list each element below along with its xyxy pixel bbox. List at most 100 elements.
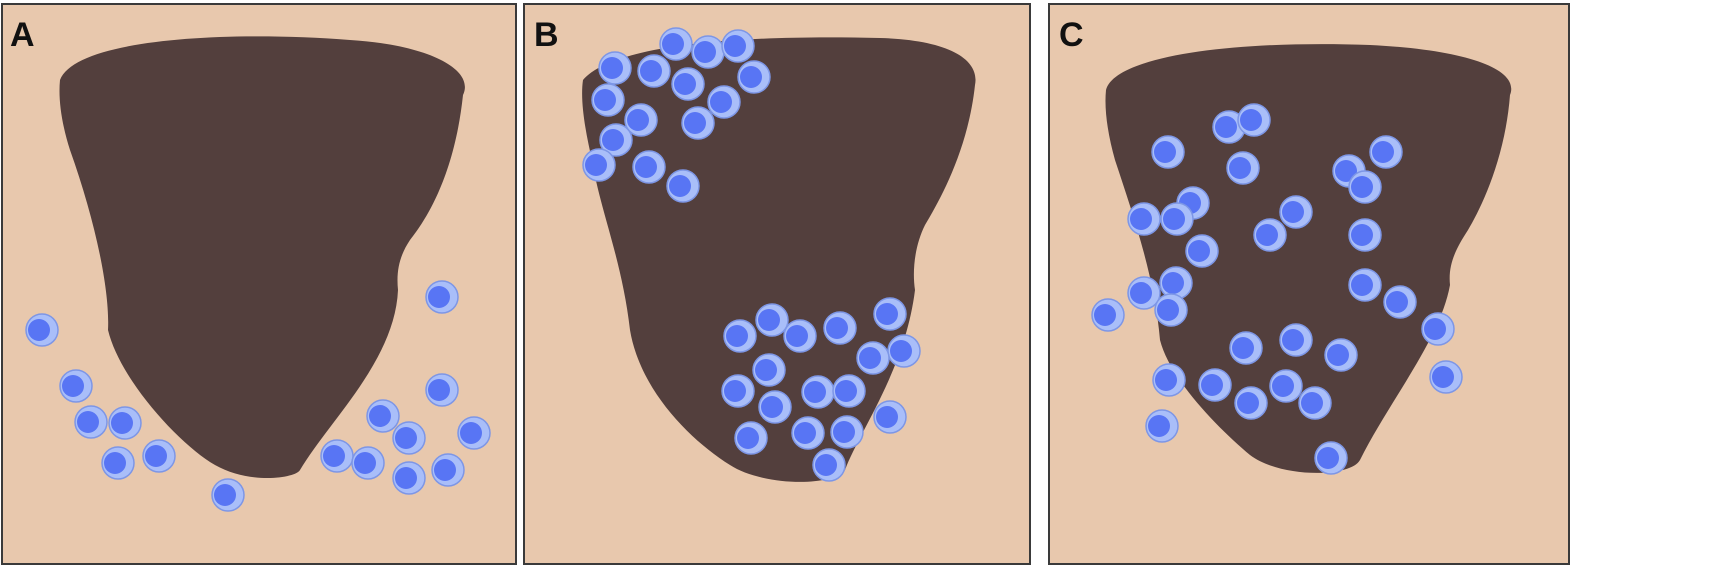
cell-b-8 bbox=[591, 83, 625, 117]
cell-b-10 bbox=[681, 106, 715, 140]
cell-nucleus bbox=[1154, 141, 1176, 163]
cell-nucleus bbox=[1372, 141, 1394, 163]
cell-nucleus bbox=[395, 467, 417, 489]
panel-c: C bbox=[1048, 3, 1570, 565]
cell-nucleus bbox=[1201, 374, 1223, 396]
cell-nucleus bbox=[710, 91, 732, 113]
panel-b-cells bbox=[582, 27, 921, 482]
cell-c-9 bbox=[1127, 202, 1161, 236]
cell-b-16 bbox=[873, 297, 907, 331]
cell-nucleus bbox=[674, 73, 696, 95]
cell-c-28 bbox=[1234, 386, 1268, 420]
cell-a-13 bbox=[351, 446, 385, 480]
cell-b-15 bbox=[666, 169, 700, 203]
cell-nucleus bbox=[876, 303, 898, 325]
panel-a-cells bbox=[25, 280, 491, 512]
cell-nucleus bbox=[428, 379, 450, 401]
panel-b: B bbox=[523, 3, 1031, 565]
cell-nucleus bbox=[804, 381, 826, 403]
cell-b-23 bbox=[752, 353, 786, 387]
cell-nucleus bbox=[1256, 224, 1278, 246]
cell-nucleus bbox=[460, 422, 482, 444]
cell-nucleus bbox=[758, 309, 780, 331]
cell-nucleus bbox=[640, 60, 662, 82]
cell-nucleus bbox=[354, 452, 376, 474]
cell-c-30 bbox=[1429, 360, 1463, 394]
cell-c-24 bbox=[1324, 338, 1358, 372]
cell-nucleus bbox=[786, 325, 808, 347]
cell-nucleus bbox=[755, 359, 777, 381]
cell-nucleus bbox=[395, 427, 417, 449]
cell-nucleus bbox=[761, 396, 783, 418]
cell-c-3 bbox=[1151, 135, 1185, 169]
cell-nucleus bbox=[684, 112, 706, 134]
cell-nucleus bbox=[1157, 299, 1179, 321]
cell-c-16 bbox=[1127, 276, 1161, 310]
cell-c-5 bbox=[1369, 135, 1403, 169]
cell-nucleus bbox=[815, 454, 837, 476]
cell-nucleus bbox=[1155, 369, 1177, 391]
cell-nucleus bbox=[635, 156, 657, 178]
cell-c-13 bbox=[1348, 218, 1382, 252]
cell-b-17 bbox=[723, 319, 757, 353]
cell-nucleus bbox=[740, 66, 762, 88]
cell-nucleus bbox=[369, 405, 391, 427]
cell-nucleus bbox=[1130, 282, 1152, 304]
cell-nucleus bbox=[1229, 157, 1251, 179]
cell-c-2 bbox=[1237, 103, 1271, 137]
panel-b-label: B bbox=[534, 16, 559, 54]
cell-a-7 bbox=[366, 399, 400, 433]
cell-nucleus bbox=[890, 340, 912, 362]
cell-nucleus bbox=[214, 484, 236, 506]
cell-c-15 bbox=[1159, 266, 1193, 300]
cell-b-12 bbox=[599, 123, 633, 157]
panel-a: A bbox=[1, 3, 517, 565]
cell-nucleus bbox=[1163, 208, 1185, 230]
cell-b-21 bbox=[887, 334, 921, 368]
cell-nucleus bbox=[585, 154, 607, 176]
cell-b-20 bbox=[823, 311, 857, 345]
cell-a-16 bbox=[211, 478, 245, 512]
cell-nucleus bbox=[601, 57, 623, 79]
cell-nucleus bbox=[669, 175, 691, 197]
cell-nucleus bbox=[1432, 366, 1454, 388]
cell-nucleus bbox=[1148, 415, 1170, 437]
cell-a-9 bbox=[457, 416, 491, 450]
cell-a-2 bbox=[425, 280, 459, 314]
cell-c-32 bbox=[1314, 441, 1348, 475]
cell-b-1 bbox=[659, 27, 693, 61]
cell-c-25 bbox=[1152, 363, 1186, 397]
cell-a-1 bbox=[25, 313, 59, 347]
cell-c-10 bbox=[1160, 202, 1194, 236]
cell-nucleus bbox=[111, 412, 133, 434]
cell-b-11 bbox=[707, 85, 741, 119]
cell-c-21 bbox=[1421, 312, 1455, 346]
cell-nucleus bbox=[662, 33, 684, 55]
cell-nucleus bbox=[826, 317, 848, 339]
cell-a-12 bbox=[320, 439, 354, 473]
cell-nucleus bbox=[62, 375, 84, 397]
cell-c-29 bbox=[1298, 386, 1332, 420]
panel-a-label: A bbox=[10, 16, 35, 54]
cell-c-31 bbox=[1145, 409, 1179, 443]
cell-nucleus bbox=[1130, 208, 1152, 230]
cell-nucleus bbox=[1188, 240, 1210, 262]
cell-b-27 bbox=[758, 390, 792, 424]
cell-nucleus bbox=[104, 452, 126, 474]
cell-nucleus bbox=[1215, 116, 1237, 138]
cell-c-11 bbox=[1279, 195, 1313, 229]
cell-b-9 bbox=[624, 103, 658, 137]
cell-b-7 bbox=[737, 60, 771, 94]
cell-a-10 bbox=[101, 446, 135, 480]
cell-nucleus bbox=[28, 319, 50, 341]
cell-nucleus bbox=[794, 422, 816, 444]
cell-c-1 bbox=[1212, 110, 1246, 144]
cell-b-6 bbox=[671, 67, 705, 101]
cell-nucleus bbox=[1351, 224, 1373, 246]
cell-c-26 bbox=[1198, 368, 1232, 402]
cell-b-26 bbox=[832, 374, 866, 408]
cell-b-3 bbox=[721, 29, 755, 63]
panel-a-tissue-mass bbox=[59, 36, 465, 479]
cell-nucleus bbox=[1327, 344, 1349, 366]
cell-nucleus bbox=[1094, 304, 1116, 326]
